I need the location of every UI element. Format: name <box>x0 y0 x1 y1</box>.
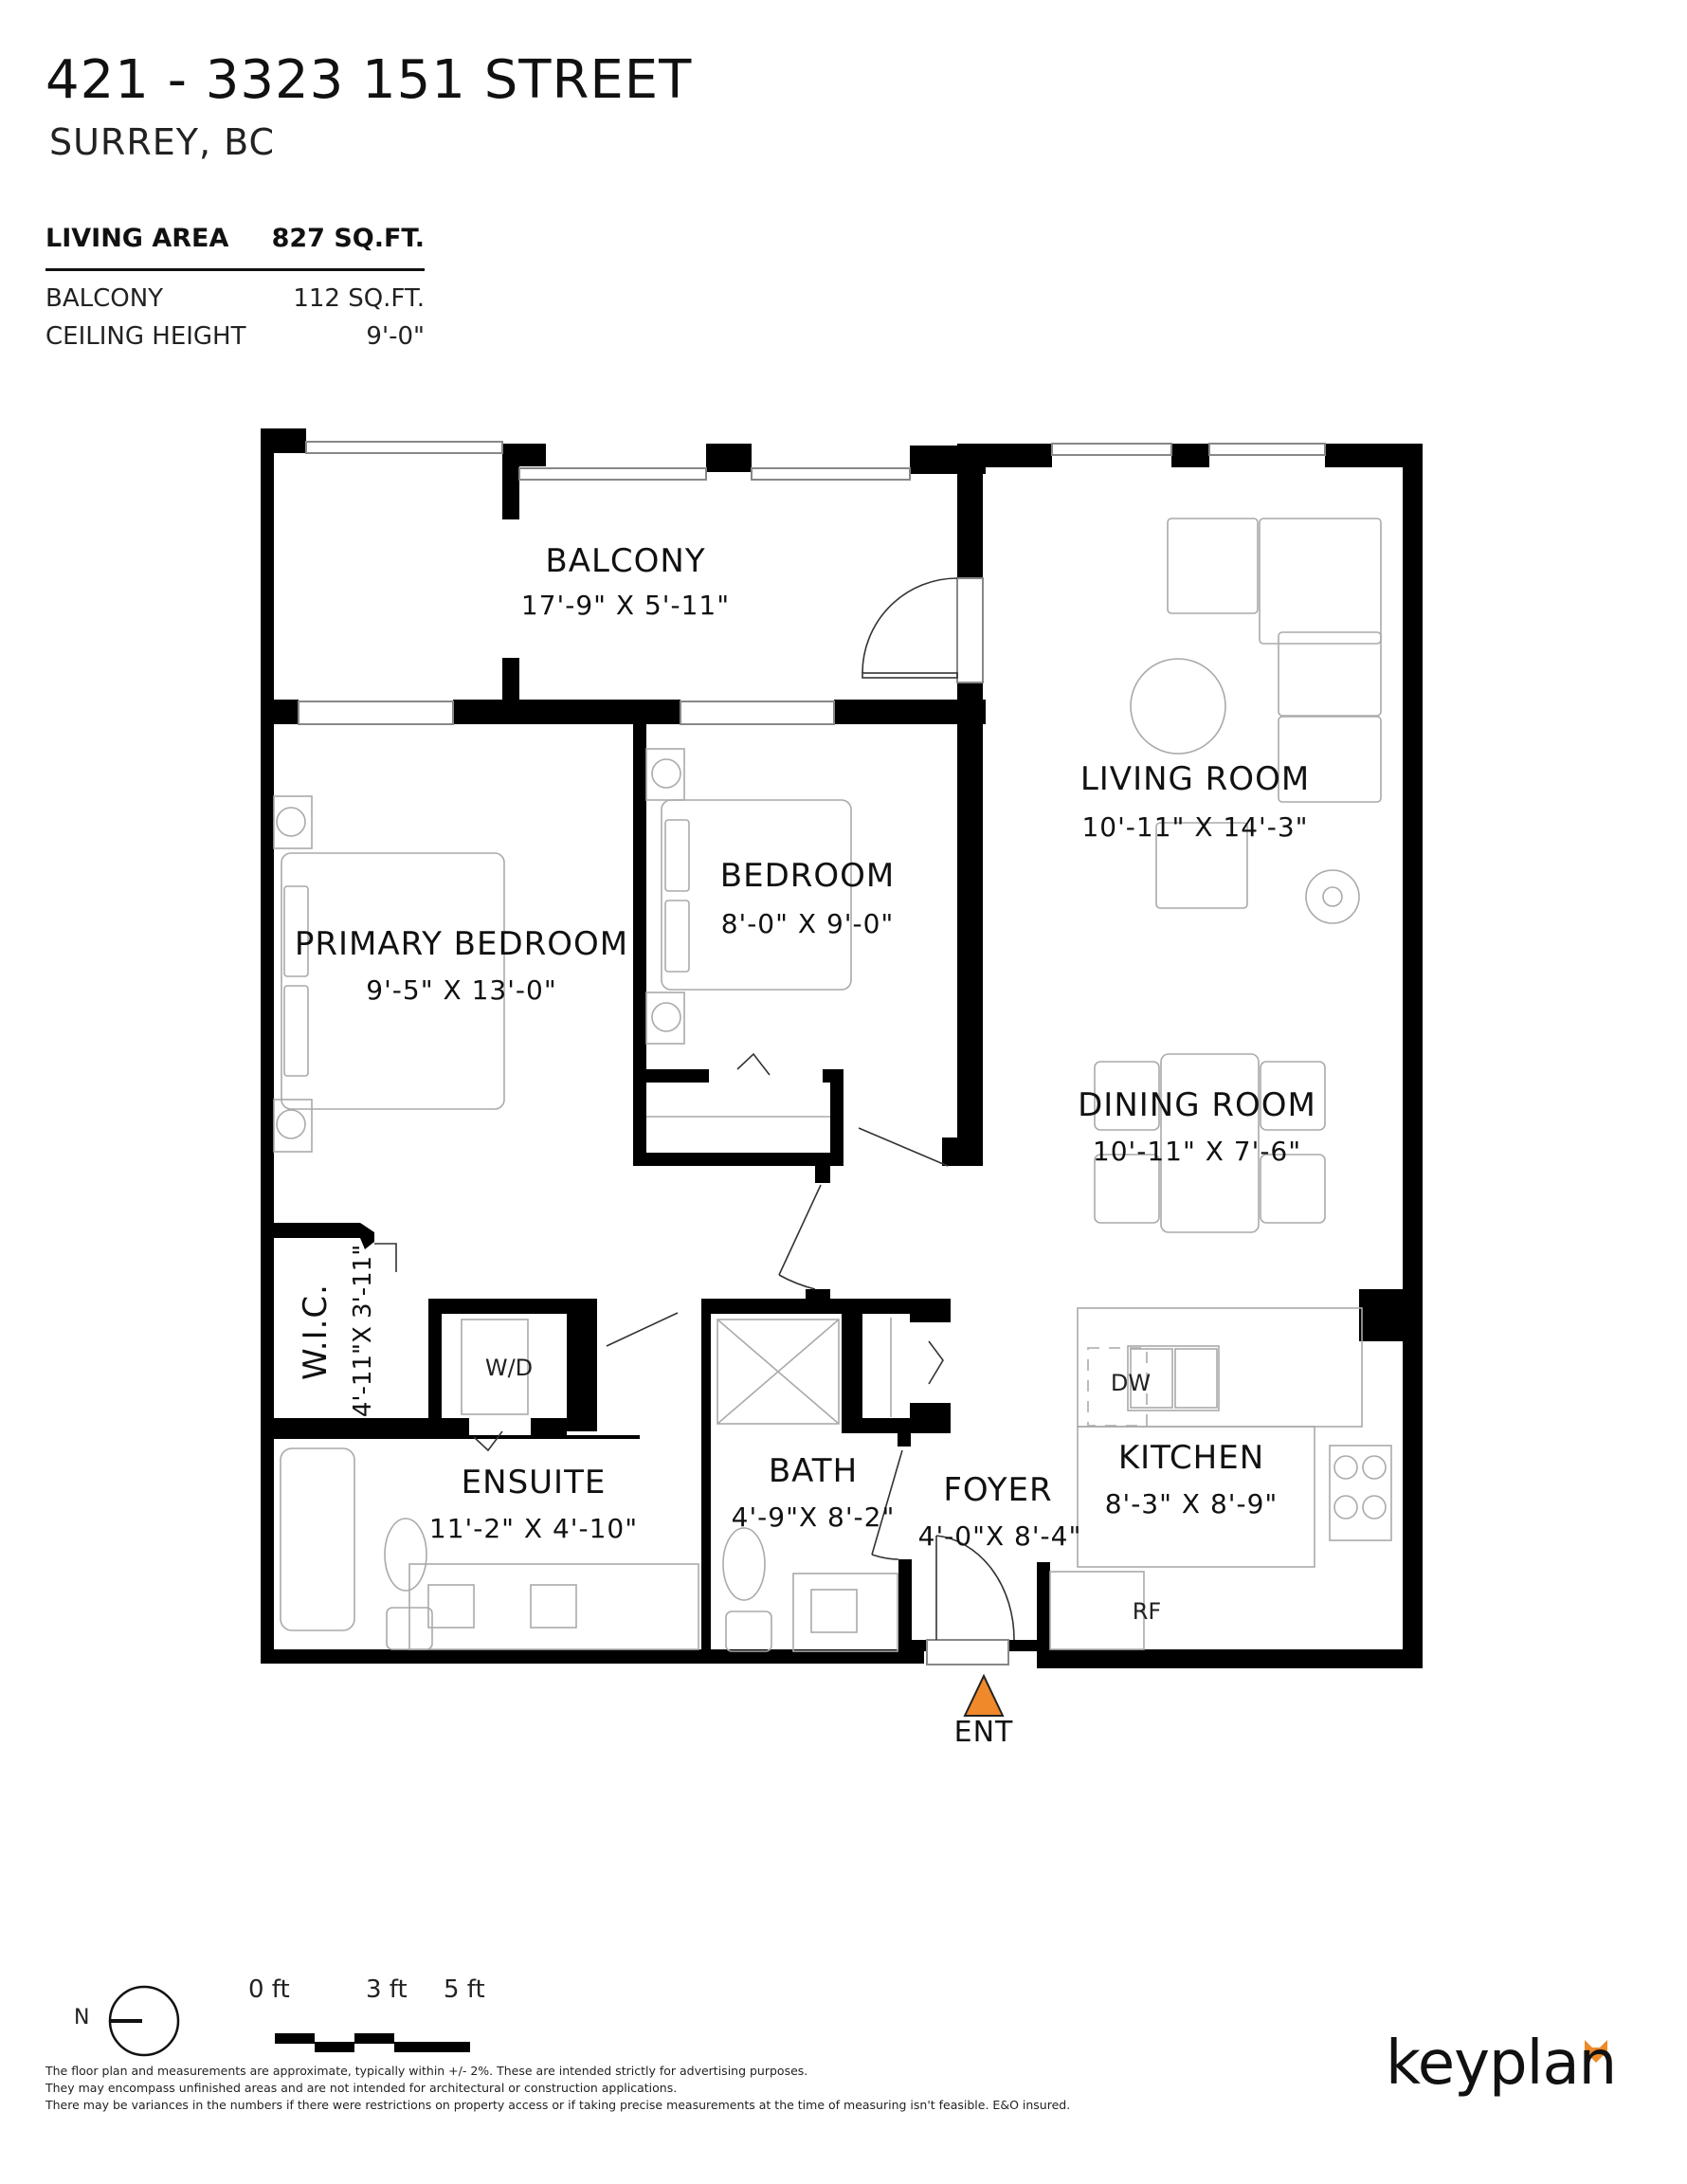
refrigerator-label: RF <box>1132 1598 1162 1625</box>
ceiling-height-row: CEILING HEIGHT 9'-0" <box>45 322 425 351</box>
living-area-value: 827 SQ.FT. <box>271 224 425 253</box>
balcony-area-value: 112 SQ.FT. <box>293 284 425 313</box>
property-address: 421 - 3323 151 STREET <box>45 49 693 111</box>
balcony-area-label: BALCONY <box>45 284 164 313</box>
disclaimer-line-2: They may encompass unfinished areas and … <box>45 2081 678 2095</box>
primary-bedroom-dims: 9'-5" X 13'-0" <box>366 974 557 1006</box>
scale-label-3: 3 ft <box>366 1975 408 2004</box>
north-compass-icon <box>108 1985 180 2057</box>
property-city: SURREY, BC <box>49 121 276 163</box>
area-stats-table: LIVING AREA 827 SQ.FT. BALCONY 112 SQ.FT… <box>45 224 425 351</box>
dining-room-dims: 10'-11" X 7'-6" <box>1092 1136 1302 1167</box>
scale-label-0: 0 ft <box>248 1975 290 2004</box>
keyplan-logo: keyplan <box>1386 2029 1617 2099</box>
north-label: N <box>74 2006 90 2029</box>
entrance-marker-icon <box>963 1673 1005 1717</box>
bath-label: BATH <box>768 1452 859 1490</box>
foyer-dims: 4'-0"X 8'-4" <box>917 1520 1082 1552</box>
balcony-label: BALCONY <box>545 542 706 580</box>
balcony-area-row: BALCONY 112 SQ.FT. <box>45 284 425 313</box>
foyer-label: FOYER <box>943 1471 1053 1509</box>
dining-room-label: DINING ROOM <box>1078 1086 1316 1124</box>
furniture <box>273 518 1392 1652</box>
ceiling-height-label: CEILING HEIGHT <box>45 322 246 351</box>
ensuite-dims: 11'-2" X 4'-10" <box>428 1513 639 1544</box>
ceiling-height-value: 9'-0" <box>366 322 425 351</box>
bedroom-label: BEDROOM <box>719 857 896 895</box>
living-area-label: LIVING AREA <box>45 224 229 253</box>
living-room-dims: 10'-11" X 14'-3" <box>1081 811 1309 843</box>
balcony-dims: 17'-9" X 5'-11" <box>520 590 731 621</box>
living-room-label: LIVING ROOM <box>1079 760 1311 798</box>
disclaimer-line-1: The floor plan and measurements are appr… <box>45 2064 808 2078</box>
kitchen-dims: 8'-3" X 8'-9" <box>1104 1488 1279 1520</box>
bedroom-dims: 8'-0" X 9'-0" <box>720 908 895 939</box>
bath-dims: 4'-9"X 8'-2" <box>731 1502 896 1533</box>
washer-dryer-label: W/D <box>484 1355 534 1381</box>
disclaimer: The floor plan and measurements are appr… <box>45 2063 1070 2114</box>
ensuite-label: ENSUITE <box>461 1464 607 1502</box>
scale-label-5: 5 ft <box>444 1975 485 2004</box>
doors <box>374 577 1015 1641</box>
kitchen-label: KITCHEN <box>1117 1439 1265 1477</box>
walls <box>261 428 1423 1668</box>
wic-dims: 4'-11"X 3'-11" <box>349 1244 377 1418</box>
disclaimer-line-3: There may be variances in the numbers if… <box>45 2098 1071 2112</box>
primary-bedroom-label: PRIMARY BEDROOM <box>294 925 629 963</box>
wic-label: W.I.C. <box>297 1283 335 1380</box>
dishwasher-label: DW <box>1110 1370 1152 1396</box>
living-area-row: LIVING AREA 827 SQ.FT. <box>45 224 425 271</box>
entrance-label: ENT <box>953 1716 1014 1749</box>
scale-bar-icon <box>275 2033 470 2052</box>
keyplan-fox-icon <box>1585 2040 1607 2063</box>
windows <box>298 441 1326 1665</box>
